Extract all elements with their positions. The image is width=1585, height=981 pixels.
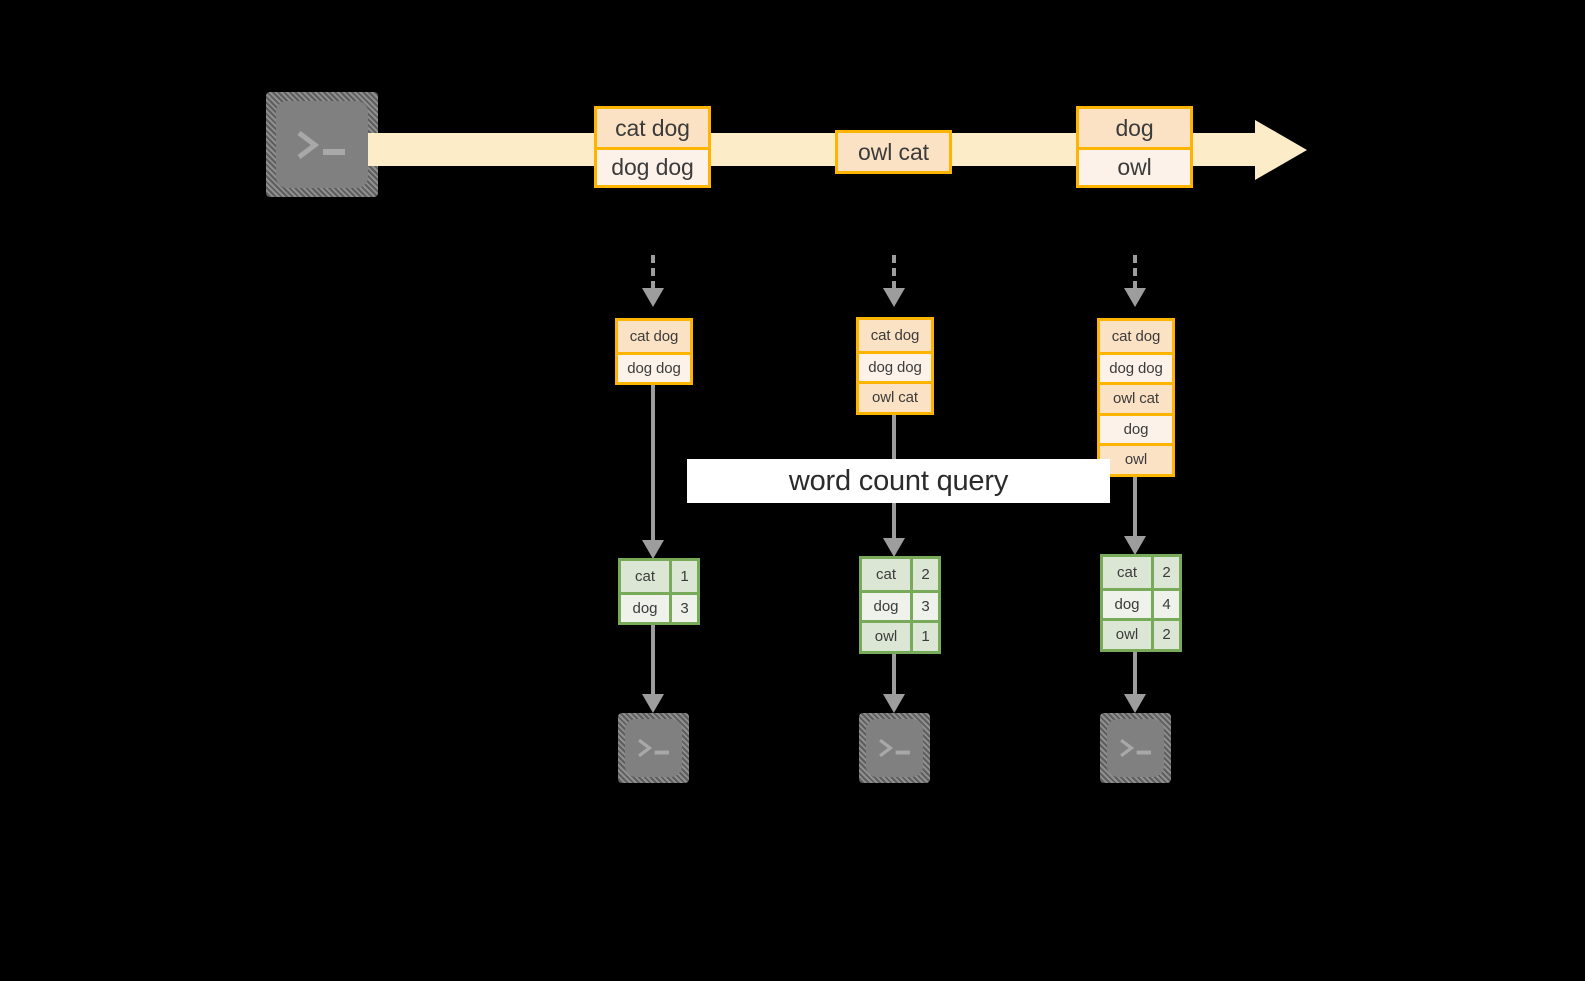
- snapshot-result-1: cat 1 dog 3: [618, 558, 700, 625]
- result-count: 2: [910, 559, 938, 590]
- result-row: dog 3: [862, 589, 938, 620]
- terminal-screen: [1107, 719, 1164, 777]
- result-count: 4: [1151, 590, 1179, 618]
- snapshot-input-3: cat dog dog dog owl cat dog owl: [1097, 318, 1175, 477]
- query-flow-line-3: [1133, 477, 1137, 552]
- result-count: 3: [910, 592, 938, 620]
- result-sink-arrowhead-icon-3: [1124, 694, 1146, 713]
- snapshot-tap-arrowhead-icon-2: [883, 288, 905, 307]
- result-word: dog: [862, 592, 910, 620]
- result-word: dog: [621, 594, 669, 622]
- query-label-text: word count query: [788, 464, 1009, 497]
- snapshot-input-2: cat dog dog dog owl cat: [856, 317, 934, 415]
- result-word: owl: [862, 623, 910, 651]
- result-word: dog: [1103, 590, 1151, 618]
- result-row: owl 2: [1103, 618, 1179, 649]
- result-row: cat 2: [1103, 557, 1179, 588]
- snapshot-input-line: cat dog: [618, 321, 690, 352]
- snapshot-result-2: cat 2 dog 3 owl 1: [859, 556, 941, 654]
- query-label-banner: word count query: [687, 459, 1110, 503]
- snapshot-tap-line-1: [651, 255, 655, 289]
- terminal-screen: [866, 719, 923, 777]
- stream-message-3: dog owl: [1076, 106, 1193, 188]
- stream-message-1: cat dog dog dog: [594, 106, 711, 188]
- sink-terminal-icon-3: [1100, 713, 1171, 783]
- result-count: 2: [1151, 557, 1179, 588]
- result-count: 1: [910, 623, 938, 651]
- snapshot-input-line: owl: [1100, 443, 1172, 474]
- result-row: dog 4: [1103, 587, 1179, 618]
- query-flow-arrowhead-icon-3: [1124, 536, 1146, 555]
- stream-message-line: owl: [1079, 147, 1190, 185]
- snapshot-tap-arrowhead-icon-1: [642, 288, 664, 307]
- stream-message-2: owl cat: [835, 130, 952, 174]
- query-flow-arrowhead-icon-1: [642, 540, 664, 559]
- terminal-screen: [625, 719, 682, 777]
- result-sink-arrowhead-icon-2: [883, 694, 905, 713]
- terminal-screen: [276, 101, 368, 188]
- result-row: cat 2: [862, 559, 938, 590]
- result-sink-line-2: [892, 651, 896, 700]
- snapshot-tap-arrowhead-icon-3: [1124, 288, 1146, 307]
- snapshot-result-3: cat 2 dog 4 owl 2: [1100, 554, 1182, 652]
- result-word: cat: [1103, 557, 1151, 588]
- sink-terminal-icon-1: [618, 713, 689, 783]
- result-word: cat: [862, 559, 910, 590]
- result-sink-arrowhead-icon-1: [642, 694, 664, 713]
- snapshot-tap-line-3: [1133, 255, 1137, 289]
- snapshot-tap-line-2: [892, 255, 896, 289]
- result-row: cat 1: [621, 561, 697, 592]
- snapshot-input-line: cat dog: [1100, 321, 1172, 352]
- source-terminal-icon: [266, 92, 378, 197]
- sink-terminal-icon-2: [859, 713, 930, 783]
- result-word: owl: [1103, 621, 1151, 649]
- stream-arrow-head-icon: [1255, 120, 1307, 180]
- result-sink-line-3: [1133, 649, 1137, 700]
- snapshot-input-1: cat dog dog dog: [615, 318, 693, 385]
- snapshot-input-line: dog: [1100, 412, 1172, 443]
- stream-message-line: dog: [1079, 109, 1190, 147]
- result-row: dog 3: [621, 591, 697, 622]
- snapshot-input-line: owl cat: [859, 381, 931, 412]
- result-sink-line-1: [651, 622, 655, 700]
- snapshot-input-line: dog dog: [859, 350, 931, 381]
- snapshot-input-line: cat dog: [859, 320, 931, 351]
- stream-message-line: owl cat: [838, 133, 949, 171]
- stream-message-line: dog dog: [597, 147, 708, 185]
- result-count: 3: [669, 594, 697, 622]
- query-flow-arrowhead-icon-2: [883, 538, 905, 557]
- snapshot-input-line: dog dog: [618, 351, 690, 382]
- snapshot-input-line: owl cat: [1100, 382, 1172, 413]
- result-row: owl 1: [862, 620, 938, 651]
- result-word: cat: [621, 561, 669, 592]
- snapshot-input-line: dog dog: [1100, 351, 1172, 382]
- stream-message-line: cat dog: [597, 109, 708, 147]
- result-count: 2: [1151, 621, 1179, 649]
- query-flow-line-1: [651, 385, 655, 552]
- result-count: 1: [669, 561, 697, 592]
